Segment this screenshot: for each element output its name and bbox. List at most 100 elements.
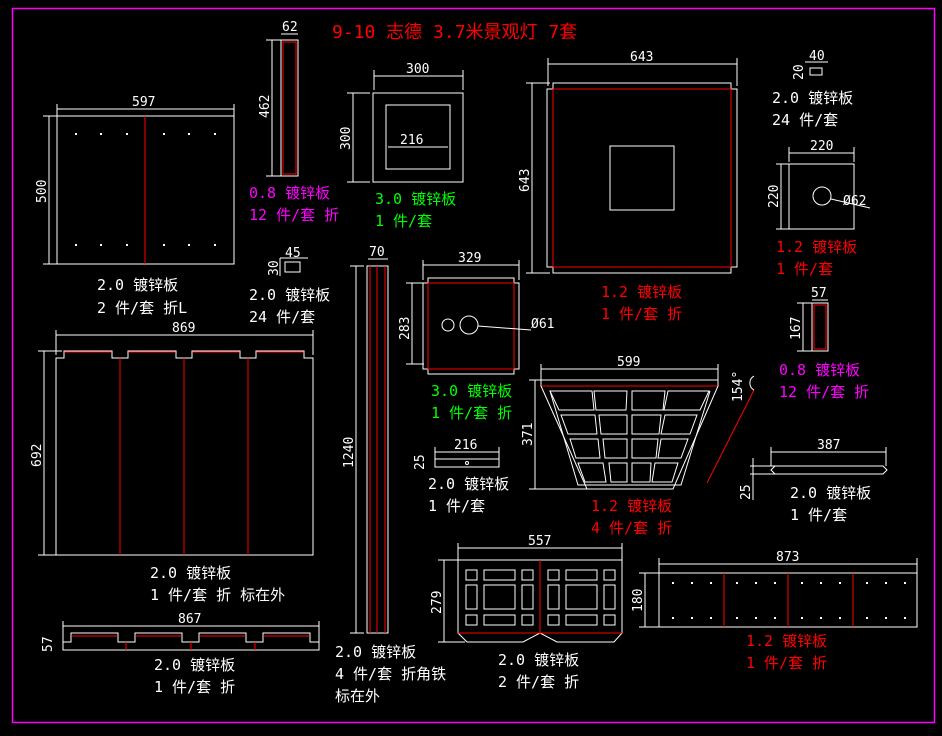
part-40x20: 40 20 2.0 镀锌板 24 件/套 bbox=[772, 49, 853, 129]
material-label: 1.2 镀锌板 bbox=[591, 497, 672, 515]
drawing-title: 9-10 志德 3.7米景观灯 7套 bbox=[332, 22, 577, 43]
hole-marker bbox=[820, 617, 822, 619]
quantity-label: 4 件/套 折角铁 bbox=[335, 665, 446, 683]
hole-marker bbox=[866, 582, 868, 584]
dim-width: 597 bbox=[132, 95, 155, 110]
quantity-label: 1 件/套 折 标在外 bbox=[150, 586, 285, 604]
dim-angle: 154° bbox=[731, 371, 746, 402]
hole-marker bbox=[736, 582, 738, 584]
material-label: 2.0 镀锌板 bbox=[249, 286, 330, 304]
part-329x283: 329 283 Ø61 3.0 镀锌板 1 件/套 折 bbox=[398, 251, 554, 422]
hole-marker bbox=[736, 617, 738, 619]
dim-height: 30 bbox=[267, 260, 282, 276]
quantity-label: 24 件/套 bbox=[249, 308, 315, 326]
hole-marker bbox=[839, 617, 841, 619]
hole-marker bbox=[672, 617, 674, 619]
part-70x1240: 70 1240 2.0 镀锌板 4 件/套 折角铁 标在外 bbox=[335, 245, 446, 705]
dim-height: 279 bbox=[430, 591, 445, 614]
dim-hole: Ø62 bbox=[843, 194, 866, 209]
part-557x279: 557 279 2.0 镀锌板 2 件/套 折 bbox=[430, 534, 623, 691]
hole-marker bbox=[820, 582, 822, 584]
part-387x25: 387 25 2.0 镀锌板 1 件/套 bbox=[739, 438, 888, 524]
dim-height: 1240 bbox=[342, 437, 357, 468]
dim-hole: Ø61 bbox=[531, 317, 554, 332]
dim-height: 25 bbox=[739, 484, 754, 500]
hole-marker bbox=[866, 617, 868, 619]
part-45x30: 45 30 2.0 镀锌板 24 件/套 bbox=[249, 246, 330, 326]
quantity-label: 1 件/套 折 bbox=[601, 305, 682, 323]
dim-height: 500 bbox=[35, 180, 50, 203]
material-label: 2.0 镀锌板 bbox=[498, 651, 579, 669]
part-300x300: 300 300 216 3.0 镀锌板 1 件/套 bbox=[339, 62, 464, 230]
part-867x57: 867 57 2.0 镀锌板 1 件/套 折 bbox=[41, 612, 320, 696]
material-label: 2.0 镀锌板 bbox=[154, 656, 235, 674]
dim-width: 329 bbox=[458, 251, 481, 266]
quantity-label: 1 件/套 bbox=[790, 506, 847, 524]
quantity-label: 12 件/套 折 bbox=[779, 383, 869, 401]
material-label: 2.0 镀锌板 bbox=[150, 564, 231, 582]
dim-height: 371 bbox=[521, 423, 536, 446]
hole-marker bbox=[885, 617, 887, 619]
part-643x643: 643 643 1.2 镀锌板 1 件/套 折 bbox=[518, 50, 738, 323]
hole-marker bbox=[691, 617, 693, 619]
quantity-label: 24 件/套 bbox=[772, 111, 838, 129]
part-599x371: 599 371 154° 1.2 镀锌板 4 件/套 折 bbox=[521, 355, 755, 537]
dim-height: 643 bbox=[518, 169, 533, 192]
material-label: 2.0 镀锌板 bbox=[772, 89, 853, 107]
quantity-label: 1 件/套 bbox=[428, 497, 485, 515]
hole-marker bbox=[755, 582, 757, 584]
material-label: 1.2 镀锌板 bbox=[776, 238, 857, 256]
part-597x500: 597 500 2.0 镀锌板 2 件/套 折L bbox=[35, 95, 235, 317]
hole-marker bbox=[755, 617, 757, 619]
dim-height: 180 bbox=[631, 589, 646, 612]
hole-marker bbox=[710, 582, 712, 584]
dim-width: 220 bbox=[810, 139, 833, 154]
quantity-label: 1 件/套 bbox=[776, 260, 833, 278]
dim-width: 557 bbox=[528, 534, 551, 549]
hole-marker bbox=[904, 617, 906, 619]
quantity-label: 12 件/套 折 bbox=[249, 206, 339, 224]
dim-height: 57 bbox=[41, 636, 56, 652]
part-57x167: 57 167 0.8 镀锌板 12 件/套 折 bbox=[779, 286, 869, 401]
material-label: 3.0 镀锌板 bbox=[431, 382, 512, 400]
dim-width: 643 bbox=[630, 50, 653, 65]
material-label: 2.0 镀锌板 bbox=[428, 475, 509, 493]
material-label: 2.0 镀锌板 bbox=[335, 643, 416, 661]
quantity-label: 4 件/套 折 bbox=[591, 519, 672, 537]
quantity-label: 2 件/套 折 bbox=[498, 673, 579, 691]
dim-width: 216 bbox=[454, 438, 477, 453]
part-62x462: 62 462 0.8 镀锌板 12 件/套 折 bbox=[249, 20, 339, 224]
hole-marker bbox=[801, 582, 803, 584]
dim-width: 867 bbox=[178, 612, 201, 627]
dim-height: 25 bbox=[413, 454, 428, 470]
dim-height: 462 bbox=[258, 95, 273, 118]
hole-marker bbox=[672, 582, 674, 584]
dim-height: 692 bbox=[30, 444, 45, 467]
hole-marker bbox=[839, 582, 841, 584]
drawing-frame bbox=[11, 7, 936, 724]
dim-width: 70 bbox=[369, 245, 385, 260]
part-869x692: 869 692 2.0 镀锌板 1 件/套 折 标在外 bbox=[30, 321, 314, 604]
dim-height: 220 bbox=[767, 185, 782, 208]
quantity-label: 2 件/套 折L bbox=[97, 299, 187, 317]
dim-height: 300 bbox=[339, 127, 354, 150]
dim-height: 167 bbox=[789, 317, 804, 340]
dim-height: 20 bbox=[792, 64, 807, 80]
dim-width: 387 bbox=[817, 438, 840, 453]
part-220x220: 220 220 Ø62 1.2 镀锌板 1 件/套 bbox=[767, 139, 871, 278]
dim-inner: 216 bbox=[400, 133, 423, 148]
part-873x180: 873 180 1.2 镀锌板 1 件/套 折 bbox=[631, 550, 918, 672]
material-label: 1.2 镀锌板 bbox=[746, 632, 827, 650]
dim-width: 45 bbox=[285, 246, 301, 261]
hole-marker bbox=[774, 617, 776, 619]
dim-width: 873 bbox=[776, 550, 799, 565]
dim-width: 300 bbox=[406, 62, 429, 77]
hole-marker bbox=[691, 582, 693, 584]
hole-marker bbox=[904, 582, 906, 584]
hole-marker bbox=[710, 617, 712, 619]
material-label: 2.0 镀锌板 bbox=[790, 484, 871, 502]
dim-width: 62 bbox=[282, 20, 298, 35]
dim-width: 40 bbox=[809, 49, 825, 64]
hole-marker bbox=[885, 582, 887, 584]
